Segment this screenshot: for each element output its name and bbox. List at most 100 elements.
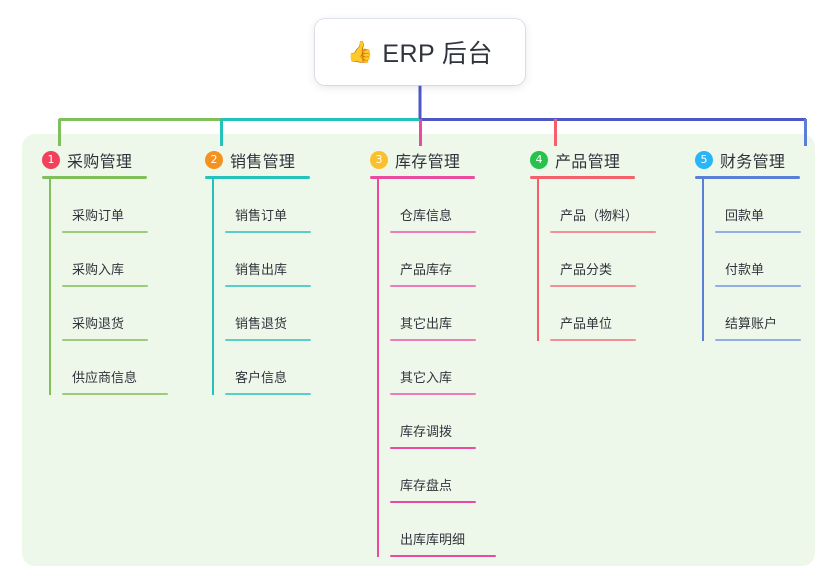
branch-header-1[interactable]: 1 采购管理 <box>42 148 147 172</box>
item-rule <box>225 339 311 341</box>
item-rule <box>62 393 168 395</box>
item-rule <box>390 285 476 287</box>
branch-badge-4: 4 <box>530 151 548 169</box>
root-title: ERP 后台 <box>382 40 493 68</box>
branch-spine-4 <box>537 179 539 341</box>
item-label: 销售退货 <box>235 316 288 331</box>
branch-badge-3: 3 <box>370 151 388 169</box>
branch-title-1: 采购管理 <box>67 154 133 171</box>
branch-header-4[interactable]: 4 产品管理 <box>530 148 635 172</box>
branch-header-2[interactable]: 2 销售管理 <box>205 148 310 172</box>
item-rule <box>62 231 148 233</box>
item-rule <box>550 339 636 341</box>
branches-panel <box>22 134 815 566</box>
list-item[interactable]: 回款单 <box>715 179 801 233</box>
item-rule <box>390 393 476 395</box>
list-item[interactable]: 出库库明细 <box>390 503 496 557</box>
item-label: 结算账户 <box>725 316 778 331</box>
item-label: 产品分类 <box>560 262 613 277</box>
branch-rule-5 <box>695 176 800 179</box>
list-item[interactable]: 客户信息 <box>225 341 311 395</box>
list-item[interactable]: 付款单 <box>715 233 801 287</box>
item-rule <box>390 447 476 449</box>
branch-spine-5 <box>702 179 704 341</box>
list-item[interactable]: 采购订单 <box>62 179 148 233</box>
item-label: 采购入库 <box>72 262 125 277</box>
item-rule <box>550 231 656 233</box>
list-item[interactable]: 仓库信息 <box>390 179 476 233</box>
list-item[interactable]: 其它入库 <box>390 341 476 395</box>
list-item[interactable]: 销售订单 <box>225 179 311 233</box>
item-label: 供应商信息 <box>72 370 138 385</box>
item-rule <box>390 231 476 233</box>
branch-items-2: 销售订单 销售出库 销售退货 客户信息 <box>205 179 311 395</box>
list-item[interactable]: 产品（物料） <box>550 179 656 233</box>
item-label: 仓库信息 <box>400 208 453 223</box>
item-rule <box>225 285 311 287</box>
list-item[interactable]: 库存调拨 <box>390 395 476 449</box>
list-item[interactable]: 库存盘点 <box>390 449 476 503</box>
item-label: 客户信息 <box>235 370 288 385</box>
list-item[interactable]: 销售退货 <box>225 287 311 341</box>
list-item[interactable]: 产品单位 <box>550 287 636 341</box>
item-label: 其它入库 <box>400 370 453 385</box>
item-rule <box>225 393 311 395</box>
branch-items-3: 仓库信息 产品库存 其它出库 其它入库 库存调拨 库存盘点 <box>370 179 496 557</box>
item-label: 出库库明细 <box>400 532 466 547</box>
branch-title-2: 销售管理 <box>230 154 296 171</box>
branch-items-4: 产品（物料） 产品分类 产品单位 <box>530 179 656 341</box>
branch-spine-3 <box>377 179 379 557</box>
list-item[interactable]: 采购入库 <box>62 233 148 287</box>
item-rule <box>550 285 636 287</box>
branch-badge-5: 5 <box>695 151 713 169</box>
item-label: 产品（物料） <box>560 208 639 223</box>
thumbs-up-icon: 👍 <box>347 40 374 64</box>
branch-header-3[interactable]: 3 库存管理 <box>370 148 475 172</box>
item-label: 产品库存 <box>400 262 453 277</box>
item-label: 库存调拨 <box>400 424 453 439</box>
branch-badge-2: 2 <box>205 151 223 169</box>
branch-header-5[interactable]: 5 财务管理 <box>695 148 800 172</box>
branch-title-5: 财务管理 <box>720 154 786 171</box>
branch-title-3: 库存管理 <box>395 154 461 171</box>
branch-spine-2 <box>212 179 214 395</box>
item-label: 其它出库 <box>400 316 453 331</box>
item-rule <box>715 285 801 287</box>
item-rule <box>62 339 148 341</box>
branch-items-1: 采购订单 采购入库 采购退货 供应商信息 <box>42 179 168 395</box>
branch-column-1: 1 采购管理 采购订单 采购入库 采购退货 供应商信息 <box>42 148 168 395</box>
list-item[interactable]: 其它出库 <box>390 287 476 341</box>
item-label: 付款单 <box>725 262 765 277</box>
item-rule <box>225 231 311 233</box>
list-item[interactable]: 销售出库 <box>225 233 311 287</box>
item-rule <box>390 501 476 503</box>
branch-badge-1: 1 <box>42 151 60 169</box>
item-label: 采购订单 <box>72 208 125 223</box>
list-item[interactable]: 供应商信息 <box>62 341 168 395</box>
list-item[interactable]: 产品库存 <box>390 233 476 287</box>
branch-spine-1 <box>49 179 51 395</box>
branch-rule-2 <box>205 176 310 179</box>
branch-rule-3 <box>370 176 475 179</box>
item-label: 回款单 <box>725 208 765 223</box>
item-label: 库存盘点 <box>400 478 453 493</box>
item-rule <box>390 555 496 557</box>
item-label: 销售出库 <box>235 262 288 277</box>
branch-rule-4 <box>530 176 635 179</box>
list-item[interactable]: 产品分类 <box>550 233 636 287</box>
item-label: 采购退货 <box>72 316 125 331</box>
branch-title-4: 产品管理 <box>555 154 621 171</box>
item-rule <box>62 285 148 287</box>
branch-column-2: 2 销售管理 销售订单 销售出库 销售退货 客户信息 <box>205 148 311 395</box>
branch-column-4: 4 产品管理 产品（物料） 产品分类 产品单位 <box>530 148 656 341</box>
item-rule <box>390 339 476 341</box>
branch-rule-1 <box>42 176 147 179</box>
item-rule <box>715 231 801 233</box>
list-item[interactable]: 结算账户 <box>715 287 801 341</box>
root-node[interactable]: 👍 ERP 后台 <box>315 19 525 85</box>
branch-items-5: 回款单 付款单 结算账户 <box>695 179 801 341</box>
item-label: 销售订单 <box>235 208 288 223</box>
list-item[interactable]: 采购退货 <box>62 287 148 341</box>
branch-column-5: 5 财务管理 回款单 付款单 结算账户 <box>695 148 801 341</box>
